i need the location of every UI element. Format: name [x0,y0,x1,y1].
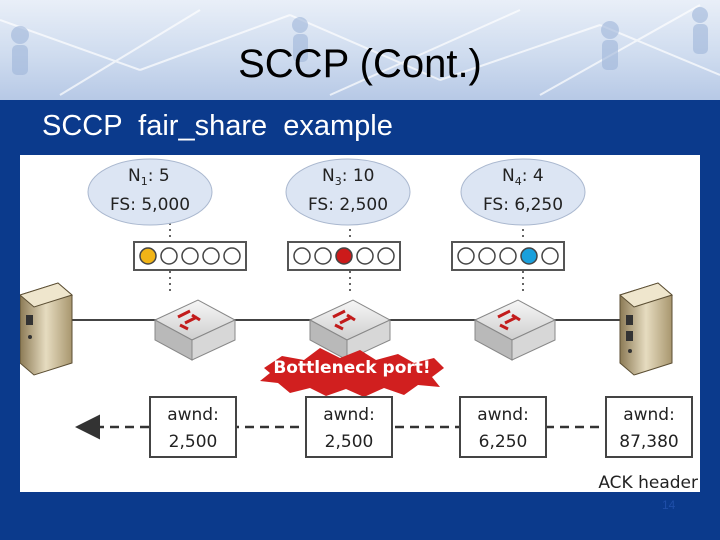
slide-subtitle: SCCP fair_share example [42,110,393,142]
switch-1-icon [153,299,237,361]
queue-1-slot-4 [202,247,220,265]
awnd-1-label: awnd: [167,405,219,425]
awnd-3-value: 6,250 [479,432,528,452]
awnd-box-3: awnd: 6,250 [459,396,547,458]
diagram-figure: N1: 5 FS: 5,000 N3: 10 FS: 2,500 N4: 4 F… [20,155,700,492]
switch-3-icon [473,299,557,361]
slide-title: SCCP (Cont.) [238,42,482,86]
server-left-icon [20,282,74,376]
awnd-4-value: 87,380 [619,432,678,452]
queue-1-slot-1 [139,247,157,265]
awnd-2-label: awnd: [323,405,375,425]
flow-info-2: N3: 10 FS: 2,500 [285,158,411,226]
awnd-2-value: 2,500 [325,432,374,452]
queue-2-slot-5 [377,247,395,265]
network-pattern-background [0,4,720,96]
awnd-1-value: 2,500 [169,432,218,452]
queue-1-slot-3 [181,247,199,265]
switch-2-icon [308,299,392,361]
flow-1-fair-share: FS: 5,000 [110,195,190,215]
flow-info-3: N4: 4 FS: 6,250 [460,158,586,226]
ack-header-label: ACK header [598,473,698,492]
queue-2 [287,241,401,271]
flow-2-ellipse [285,158,411,226]
queue-3-slot-3 [499,247,517,265]
bottleneck-label: Bottleneck port! [273,358,430,378]
network-diagram: N1: 5 FS: 5,000 N3: 10 FS: 2,500 N4: 4 F… [20,158,698,492]
bottleneck-burst: Bottleneck port! [260,348,444,397]
queue-1 [133,241,247,271]
flow-3-fair-share: FS: 6,250 [483,195,563,215]
awnd-3-label: awnd: [477,405,529,425]
awnd-4-label: awnd: [623,405,675,425]
header-background: SCCP (Cont.) [0,0,720,100]
queue-3-slot-1 [457,247,475,265]
flow-info-1: N1: 5 FS: 5,000 [87,158,213,226]
queue-3-slot-2 [478,247,496,265]
queue-2-slot-4 [356,247,374,265]
awnd-box-2: awnd: 2,500 [305,396,393,458]
queue-2-slot-3 [335,247,353,265]
flow-1-ellipse [87,158,213,226]
flow-3-n: N4: 4 [502,166,544,188]
queue-1-slot-5 [223,247,241,265]
flow-2-fair-share: FS: 2,500 [308,195,388,215]
page-number: 14 [662,498,676,512]
queue-3 [451,241,565,271]
queue-1-slot-2 [160,247,178,265]
flow-1-n: N1: 5 [128,166,170,188]
server-right-icon [618,282,674,376]
queue-2-slot-1 [293,247,311,265]
flow-2-n: N3: 10 [322,166,374,188]
queue-2-slot-2 [314,247,332,265]
flow-3-ellipse [460,158,586,226]
awnd-box-4: awnd: 87,380 [605,396,693,458]
queue-3-slot-5 [541,247,559,265]
awnd-box-1: awnd: 2,500 [149,396,237,458]
queue-3-slot-4 [520,247,538,265]
